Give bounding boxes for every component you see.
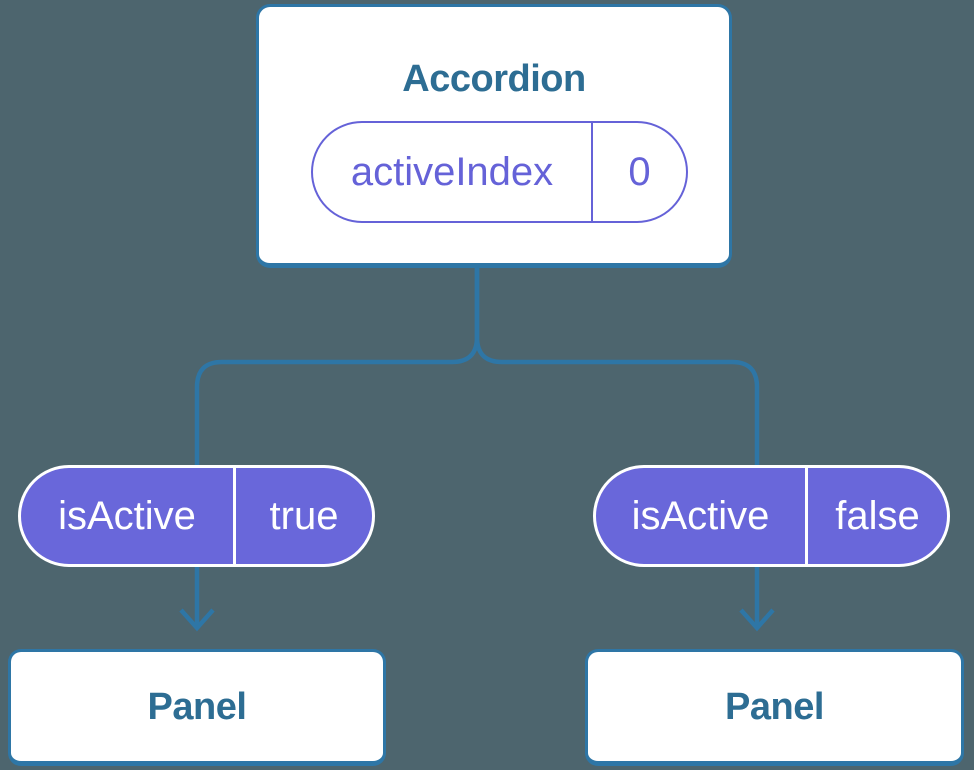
- connector-root-to-right-icon: [474, 268, 760, 466]
- panel-title: Panel: [147, 685, 247, 728]
- prop-pill-value: true: [233, 468, 372, 564]
- accordion-node: Accordion activeIndex 0: [256, 4, 732, 268]
- panel-node-left: Panel: [8, 649, 386, 766]
- prop-pill-isactive-true: isActive true: [18, 465, 375, 567]
- prop-pill-name: isActive: [631, 493, 770, 538]
- state-pill-value: 0: [591, 123, 686, 221]
- state-pill-activeindex: activeIndex 0: [311, 121, 688, 223]
- prop-pill-isactive-false: isActive false: [593, 465, 950, 567]
- prop-pill-name: isActive: [58, 493, 196, 538]
- down-arrow-left-head-icon: [179, 608, 215, 632]
- down-arrow-right-head-icon: [739, 608, 775, 632]
- state-pill-name: activeIndex: [350, 149, 554, 194]
- panel-title: Panel: [725, 685, 824, 728]
- prop-pill-value: false: [805, 468, 947, 564]
- accordion-title: Accordion: [402, 58, 586, 100]
- panel-node-right: Panel: [585, 649, 964, 766]
- connector-root-to-left-icon: [194, 268, 480, 466]
